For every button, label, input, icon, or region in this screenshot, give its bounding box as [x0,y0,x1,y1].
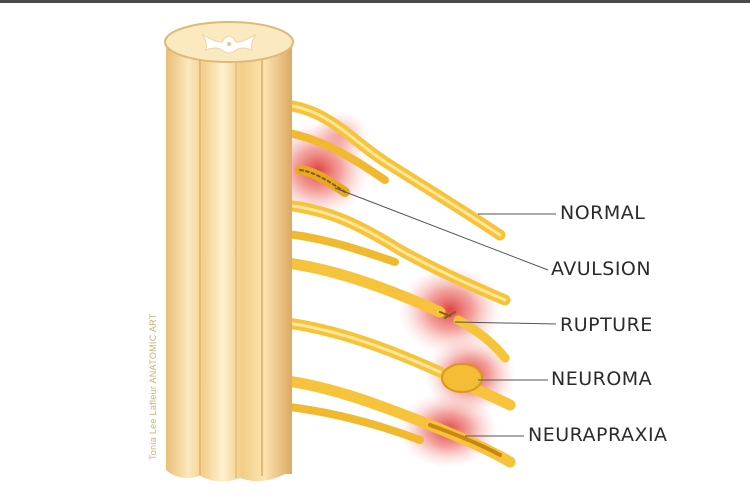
nerve-root-rupture [274,256,446,318]
neuroma-bulb [441,363,483,393]
leader-rupture [454,321,557,325]
leader-lines [334,187,557,437]
artist-credit: Tonia Lee Lafleur ANATOMIC ART [148,313,158,460]
nerve-roots [266,99,516,468]
label-rupture: RUPTURE [560,314,653,336]
label-avulsion: AVULSION [551,258,652,280]
top-border [0,0,750,3]
spinal-cord [164,21,294,482]
label-normal: NORMAL [560,202,646,224]
label-neurapraxia: NEURAPRAXIA [528,424,668,446]
label-neuroma: NEUROMA [551,368,653,390]
leader-avulsion [334,187,549,271]
